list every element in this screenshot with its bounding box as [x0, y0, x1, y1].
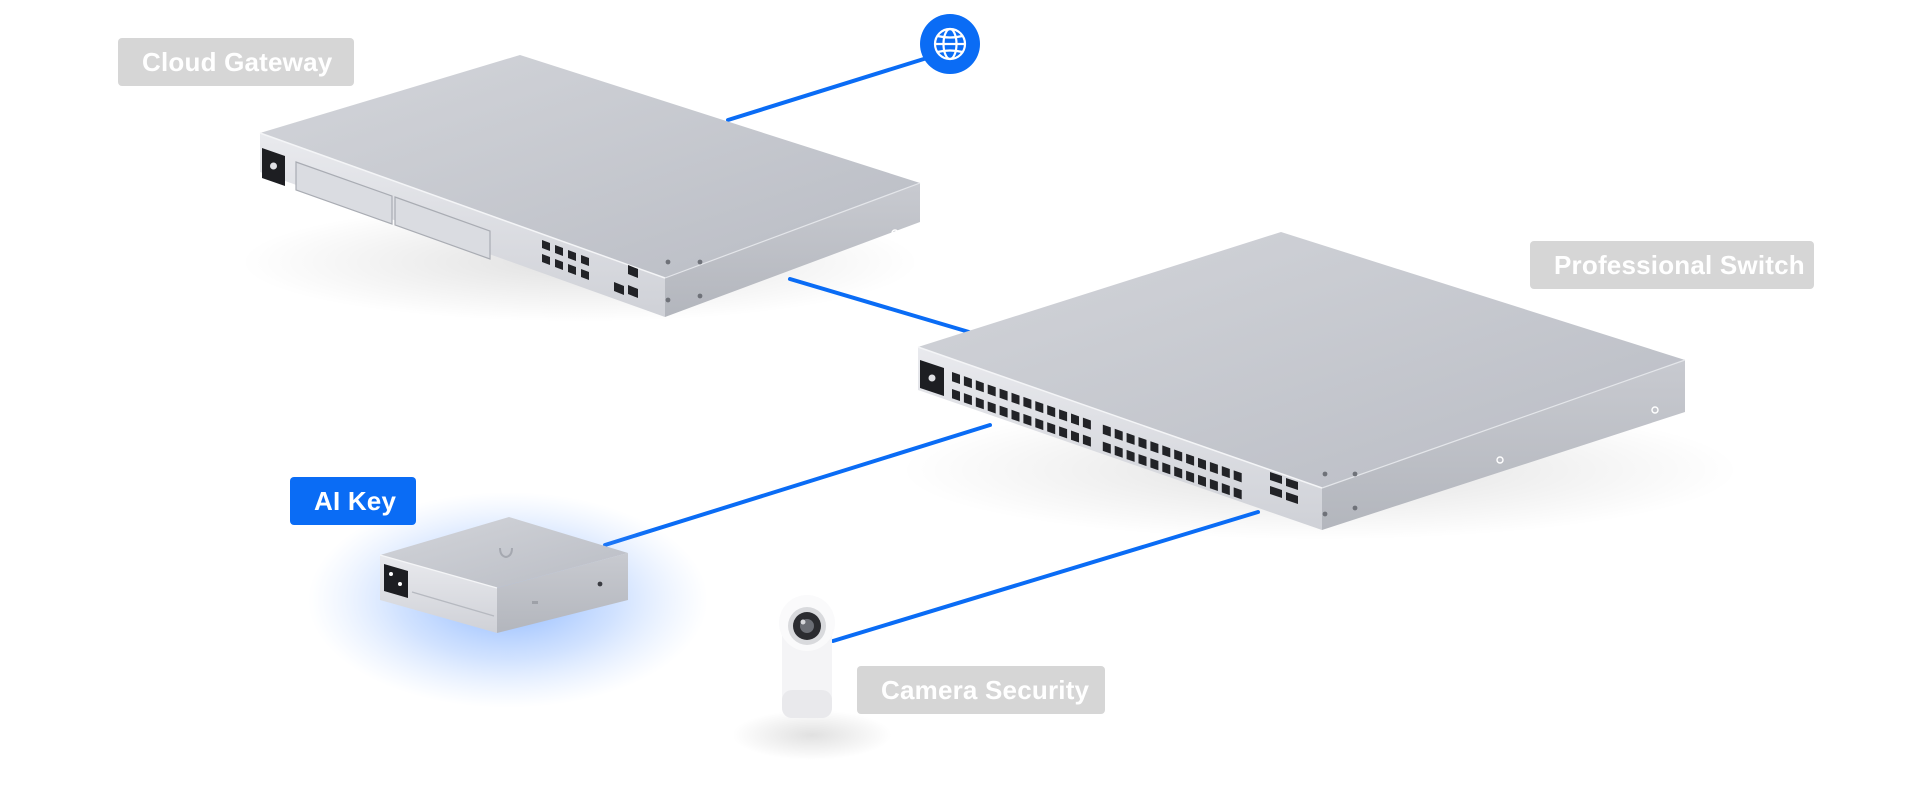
- switch-port: [975, 380, 984, 393]
- switch-port: [999, 388, 1008, 401]
- switch-port: [1198, 474, 1206, 487]
- switch-port: [1221, 483, 1230, 496]
- switch-port: [1114, 428, 1123, 441]
- globe-icon: [920, 14, 980, 74]
- switch-port: [1186, 453, 1195, 466]
- camera-shadow: [732, 710, 892, 760]
- switch-port: [1059, 409, 1068, 422]
- switch-port: [1126, 432, 1135, 445]
- switch-port: [987, 401, 996, 414]
- switch-port: [1011, 392, 1020, 405]
- switch-port: [1035, 401, 1044, 414]
- switch-port: [1047, 422, 1056, 435]
- switch-port: [1114, 445, 1123, 458]
- switch-port: [952, 389, 960, 401]
- switch-port: [1023, 413, 1032, 426]
- switch-port: [1138, 437, 1147, 450]
- gateway-drive-bay-2: [394, 196, 491, 260]
- switch-port: [1071, 430, 1079, 443]
- switch-port: [975, 397, 984, 410]
- link-switch-aikey: [603, 423, 992, 547]
- switch-port: [952, 372, 960, 384]
- switch-port: [963, 376, 972, 389]
- switch-port: [1150, 458, 1159, 471]
- switch-port: [987, 384, 996, 397]
- camera-security-label: Camera Security: [857, 666, 1105, 714]
- switch-sfp-ports: [1270, 472, 1298, 504]
- switch-port: [1174, 466, 1183, 479]
- professional-switch-label: Professional Switch: [1530, 241, 1814, 289]
- switch-port: [1198, 457, 1206, 470]
- cloud-gateway-label: Cloud Gateway: [118, 38, 354, 86]
- switch-port: [1221, 466, 1230, 479]
- switch-port: [1023, 396, 1032, 409]
- switch-port: [963, 393, 972, 406]
- camera-security-device: [779, 595, 835, 718]
- professional-switch-device: [917, 232, 1686, 530]
- link-switch-camera: [831, 510, 1260, 643]
- switch-port: [1174, 449, 1183, 462]
- switch-port: [1102, 424, 1111, 437]
- ai-key-label: AI Key: [290, 477, 416, 525]
- cloud-gateway-device: [259, 55, 921, 317]
- switch-port: [1102, 441, 1111, 454]
- gateway-drive-bay-1: [295, 161, 393, 225]
- switch-port: [1082, 434, 1091, 447]
- ai-key-device: [308, 492, 708, 708]
- switch-port: [1047, 405, 1056, 418]
- connection-lines: [603, 56, 1260, 643]
- switch-port: [1071, 413, 1079, 426]
- switch-port: [1011, 409, 1020, 422]
- switch-port: [1126, 449, 1135, 462]
- switch-port: [1209, 462, 1218, 475]
- switch-port: [1186, 470, 1195, 483]
- switch-port: [1059, 426, 1068, 439]
- switch-port: [1138, 454, 1147, 467]
- switch-port: [1233, 487, 1242, 500]
- switch-port: [1162, 445, 1171, 458]
- gateway-ethernet-ports: [542, 240, 638, 298]
- link-gateway-switch: [788, 277, 971, 334]
- link-internet-gateway: [726, 56, 929, 122]
- switch-port: [1209, 479, 1218, 492]
- switch-port: [999, 405, 1008, 418]
- switch-ethernet-ports: [952, 372, 1242, 500]
- switch-port: [1162, 462, 1171, 475]
- switch-port: [1082, 417, 1091, 430]
- switch-port: [1035, 418, 1044, 431]
- switch-port: [1233, 470, 1242, 483]
- switch-port: [1150, 441, 1159, 454]
